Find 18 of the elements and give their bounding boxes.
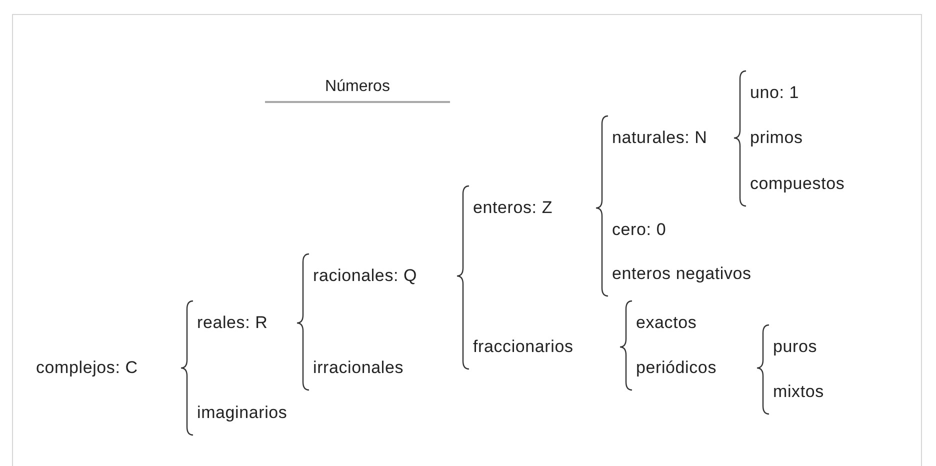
term-label: complejos: C	[36, 357, 138, 379]
term-label: periódicos	[636, 357, 716, 379]
term-label: cero: 0	[612, 219, 666, 241]
term-label: fraccionarios	[473, 336, 574, 358]
term-label: mixtos	[773, 381, 824, 403]
term-label: naturales: N	[612, 127, 708, 149]
term-label: enteros negativos	[612, 263, 752, 285]
term-label: puros	[773, 336, 818, 358]
title: Números	[265, 78, 450, 103]
term-label: racionales: Q	[313, 265, 418, 287]
term-label: uno: 1	[750, 82, 800, 104]
term-label: reales: R	[197, 312, 268, 334]
term-label: irracionales	[313, 357, 404, 379]
term-label: enteros: Z	[473, 197, 553, 219]
term-label: compuestos	[750, 173, 845, 195]
term-label: exactos	[636, 312, 697, 334]
term-label: imaginarios	[197, 402, 288, 424]
term-label: primos	[750, 127, 803, 149]
